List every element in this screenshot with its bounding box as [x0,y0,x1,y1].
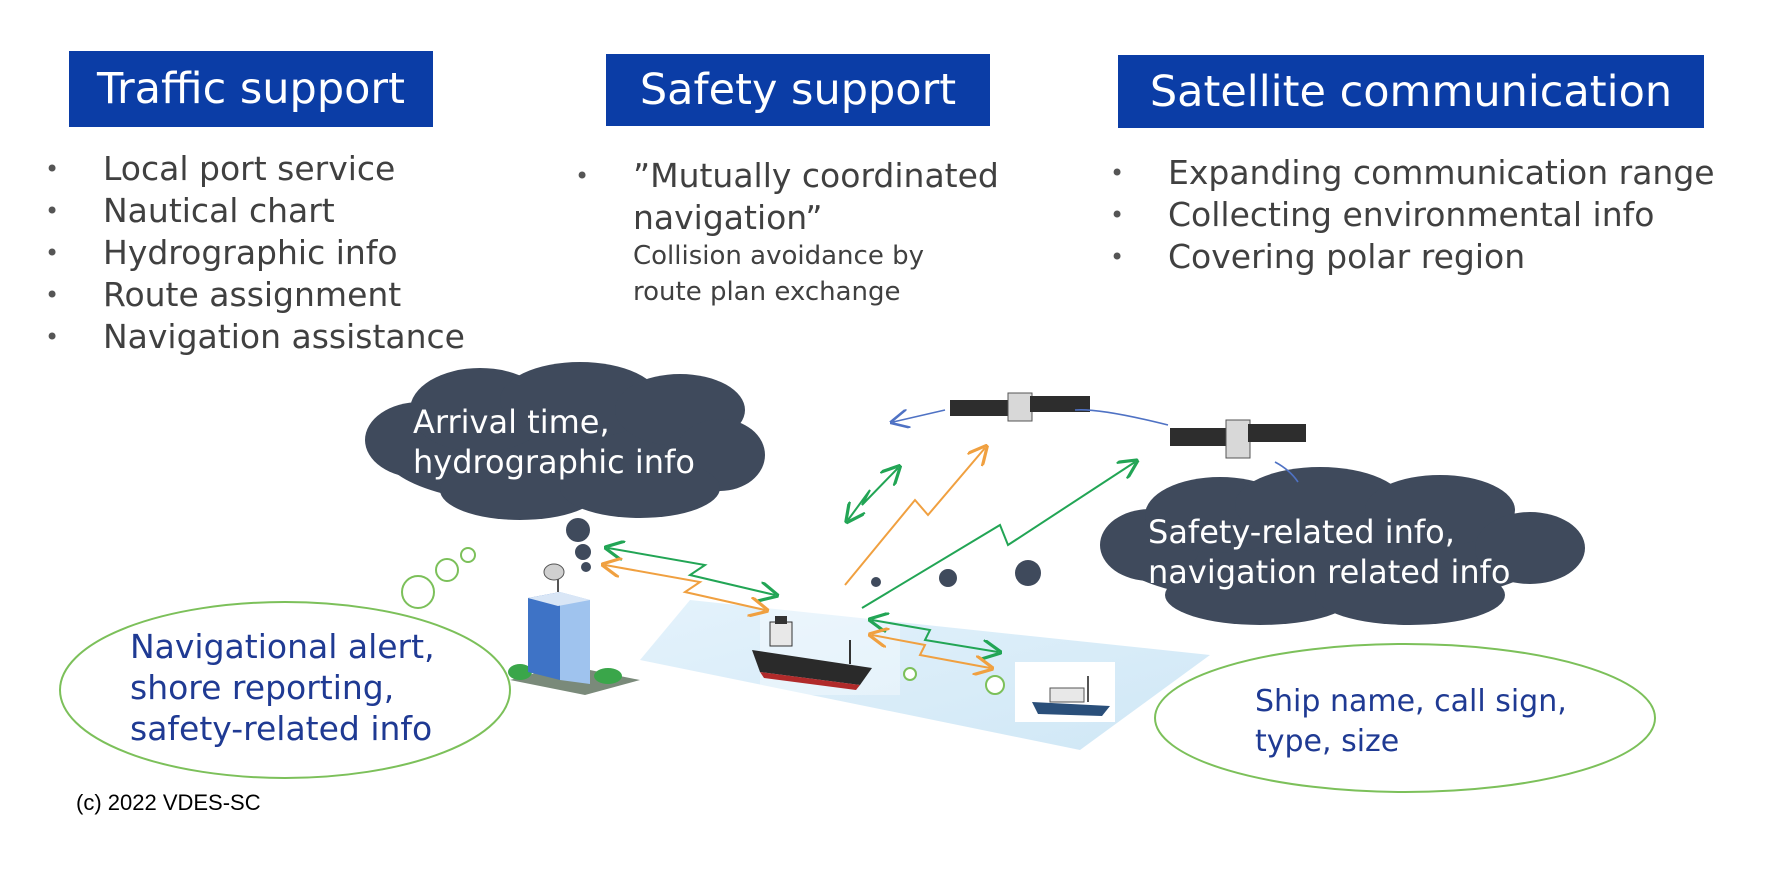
cloud-line: hydrographic info [413,443,695,481]
list-item: Hydrographic info [45,232,465,274]
copyright-text: (c) 2022 VDES-SC [76,790,261,815]
satellite-communication-header: Satellite communication [1118,55,1704,128]
traffic-support-list: Local port service Nautical chart Hydrog… [45,148,465,358]
safety-sub-1: Collision avoidance by [633,241,924,271]
satellite-right [1170,419,1306,459]
large-ship [752,616,872,690]
safety-subtext: Collision avoidance by route plan exchan… [633,238,924,310]
shore-light-cloud-text: Navigational alert, shore reporting, saf… [130,626,435,749]
list-item: Navigation assistance [45,316,465,358]
ship-shore-orange-link [605,565,765,610]
cloud-line: Navigational alert, [130,627,435,666]
ship-satellite-orange-link [844,448,985,586]
list-item: ”Mutually coordinated navigation” [575,155,999,239]
list-item: Collecting environmental info [1110,194,1715,236]
ship-ship-green-link-upper [848,468,898,520]
inter-satellite-link [1074,408,1169,426]
satellite-left [950,392,1090,422]
satellite-communication-list: Expanding communication range Collecting… [1110,152,1715,278]
shore-dark-cloud [365,362,765,572]
safety-support-header: Safety support [606,54,990,126]
satellite-link-out [893,410,946,422]
cloud-line: Ship name, call sign, [1255,684,1567,719]
cloud-line: shore reporting, [130,668,395,707]
list-item: Local port service [45,148,465,190]
satellite-dark-cloud-text: Safety-related info, navigation related … [1148,512,1510,592]
satellite-cloud-tail [1274,461,1299,483]
cloud-line: type, size [1255,724,1400,759]
ship-light-cloud [1154,643,1656,793]
ship-light-cloud-text: Ship name, call sign, type, size [1255,682,1567,762]
list-item: Expanding communication range [1110,152,1715,194]
safety-sub-2: route plan exchange [633,277,901,307]
cloud-line: safety-related info [130,709,433,748]
safety-line-2: navigation” [633,198,823,237]
ship-satellite-green-link [861,462,1135,609]
safety-support-list: ”Mutually coordinated navigation” [575,155,999,239]
satellite-dark-cloud [871,467,1585,625]
list-item: Nautical chart [45,190,465,232]
cloud-line: Arrival time, [413,403,610,441]
list-item: Covering polar region [1110,236,1715,278]
shore-dark-cloud-text: Arrival time, hydrographic info [413,402,695,482]
traffic-support-header: Traffic support [69,51,433,127]
cloud-line: Safety-related info, [1148,513,1455,551]
cloud-line: navigation related info [1148,553,1511,591]
shore-light-cloud [59,547,1005,779]
safety-line-1: ”Mutually coordinated [633,156,999,195]
ship-ship-orange-link [872,635,990,668]
shore-station-building [508,563,640,695]
small-boat [1015,662,1115,722]
sea-area [640,600,1210,750]
list-item: Route assignment [45,274,465,316]
